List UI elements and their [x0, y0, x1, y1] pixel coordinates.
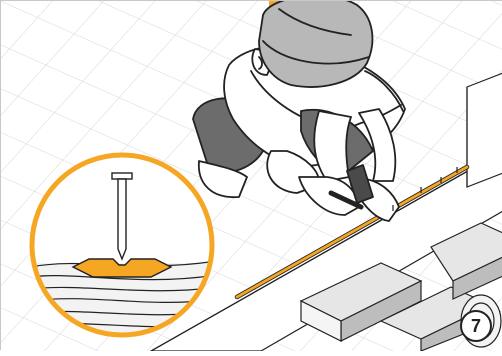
wall-board — [467, 73, 502, 187]
step-number-badge: 7 — [460, 310, 492, 342]
step-number-label: 7 — [471, 317, 481, 335]
